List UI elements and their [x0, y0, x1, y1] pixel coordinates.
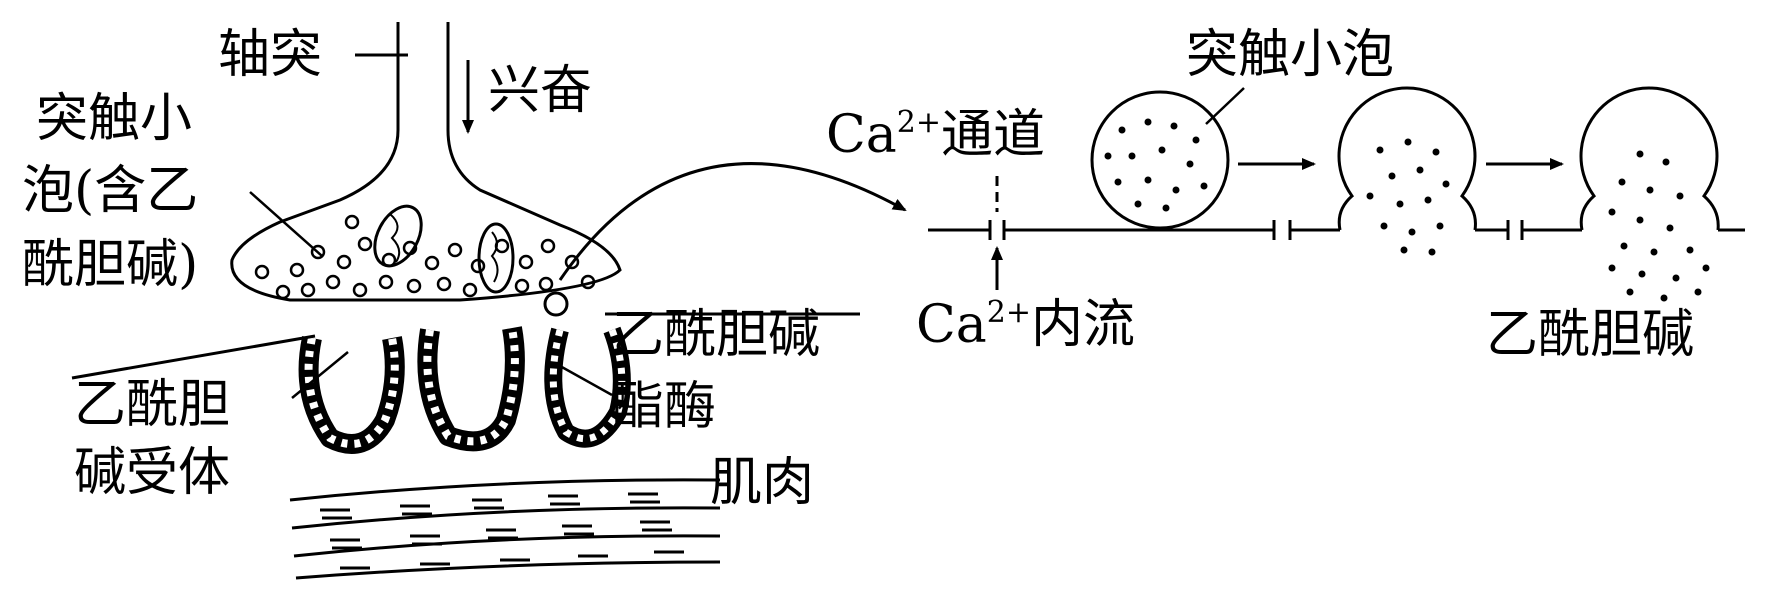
enzyme-label-line-1: 乙酰胆碱: [612, 305, 820, 365]
vesicle-docking: [1090, 90, 1230, 230]
excitation-label: 兴奋: [488, 61, 592, 121]
presynaptic-membrane: [928, 220, 1745, 240]
receptor-label-line-1: 乙酰胆: [74, 375, 230, 435]
muscle-label: 肌肉: [710, 453, 814, 513]
zoom-arrow: [558, 162, 907, 281]
vesicle-label-line-1: 突触小: [36, 89, 192, 149]
vesicle-pointer-line: [249, 191, 323, 257]
vesicle-releasing: [1579, 86, 1720, 302]
mitochondria: [373, 204, 515, 294]
junctional-folds: [298, 326, 631, 454]
vesicle-label-line-3: 酰胆碱): [22, 235, 198, 295]
enzyme-label-line-2: 酯酶: [612, 377, 716, 437]
axon-label: 轴突: [218, 25, 322, 85]
ca-channel-label: Ca2+通道: [826, 105, 1045, 165]
axon-terminal: [230, 22, 622, 302]
highlighted-vesicle: [543, 291, 569, 317]
ach-label-right: 乙酰胆碱: [1486, 305, 1694, 365]
receptor-pointer-line: [291, 351, 349, 399]
muscle-striations: [320, 492, 684, 570]
synaptic-vesicles-left: [254, 214, 596, 300]
vesicle-fusing: [1337, 86, 1477, 256]
muscle-fibers: [289, 478, 721, 580]
postsynaptic-left-line: [71, 334, 316, 380]
vesicle-label-right: 突触小泡: [1186, 25, 1394, 85]
vesicle-label-line-2: 泡(含乙: [22, 161, 198, 221]
enzyme-pointer-line: [559, 364, 613, 397]
receptor-label-line-2: 碱受体: [74, 443, 230, 503]
vesicle-pointer-right: [1205, 87, 1245, 125]
ca-influx-label: Ca2+内流: [916, 295, 1135, 355]
